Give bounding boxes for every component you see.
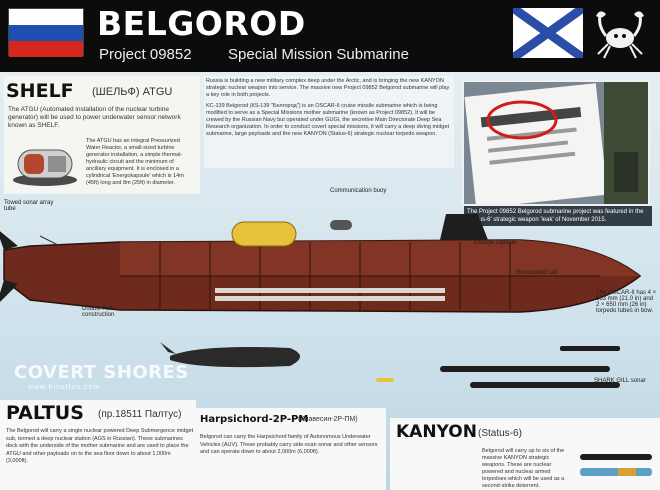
intro-panel: [204, 76, 454, 168]
flag-stripe-blue: [9, 25, 83, 41]
leak-photo: [462, 80, 650, 206]
callout-towed-sonar: Towed sonar array tube: [4, 200, 54, 212]
harpsichord-panel: [196, 408, 386, 490]
shelf-description: The ATGU (Automated installation of the …: [8, 106, 181, 129]
st-andrew-navy-flag-icon: [513, 8, 583, 58]
atgu-module-illustration: [13, 149, 77, 186]
paltus-description: The Belgorod will carry a single nuclear…: [6, 428, 194, 464]
shelf-detail: The ATGU has an integral Pressurized Wat…: [86, 138, 184, 186]
shelf-title: SHELF: [6, 80, 74, 102]
callout-remodeled-sail: Remodeled sail: [516, 270, 558, 276]
paltus-panel: [0, 400, 196, 490]
callout-shark-gill-sonar: SHARK GILL sonar: [594, 378, 646, 384]
watermark-brand: COVERT SHORES: [14, 362, 189, 383]
watermark-url: www.hisutton.com: [28, 384, 101, 391]
intro-paragraph-2: KC-139 Belgorod (КS-139 "Белгород") is a…: [206, 103, 450, 137]
harpsichord-title: Harpsichord-2P-PM: [200, 414, 309, 425]
harpsichord-subtitle: (Клавесин-2Р-ПМ): [298, 416, 358, 423]
callout-torpedo-tubes: The OSCAR-II has 4 × 533 mm (21.0 in) an…: [596, 290, 657, 314]
belgorod-cutaway-illustration: [0, 214, 642, 388]
header-bar: BELGOROD Project 09852 Special Mission S…: [0, 0, 660, 72]
kanyon-description: Belgorod will carry up to six of the mas…: [482, 448, 565, 489]
russian-flag-icon: [8, 8, 84, 57]
callout-communication-buoy: Communication buoy: [330, 188, 387, 194]
kanyon-title: KANYON: [396, 422, 477, 442]
kanyon-torpedo-illustration: [580, 454, 652, 476]
callout-double-hull: Double-hull construction: [82, 306, 115, 318]
kanyon-subtitle: (Status-6): [478, 428, 522, 439]
flag-stripe-red: [9, 41, 83, 57]
page-title: BELGOROD: [97, 4, 306, 43]
project-number: Project 09852: [99, 46, 192, 63]
flag-stripe-white: [9, 9, 83, 25]
intro-text: Russia is building a new military comple…: [206, 78, 450, 138]
callout-escape-capsule: Escape capsule: [474, 240, 517, 246]
paltus-title: PALTUS: [6, 402, 84, 424]
crab-icon: [596, 11, 644, 59]
intro-paragraph-1: Russia is building a new military comple…: [206, 78, 450, 98]
submarine-type: Special Mission Submarine: [228, 46, 409, 63]
shelf-subtitle: (ШЕЛЬФ) ATGU: [92, 86, 173, 98]
photo-caption: The Project 09852 Belgorod submarine pro…: [464, 206, 652, 226]
paltus-subtitle: (пр.18511 Палтус): [98, 409, 182, 420]
harpsichord-description: Belgorod can carry the Harpsichord famil…: [200, 434, 378, 455]
leak-photo-image: [464, 82, 648, 204]
